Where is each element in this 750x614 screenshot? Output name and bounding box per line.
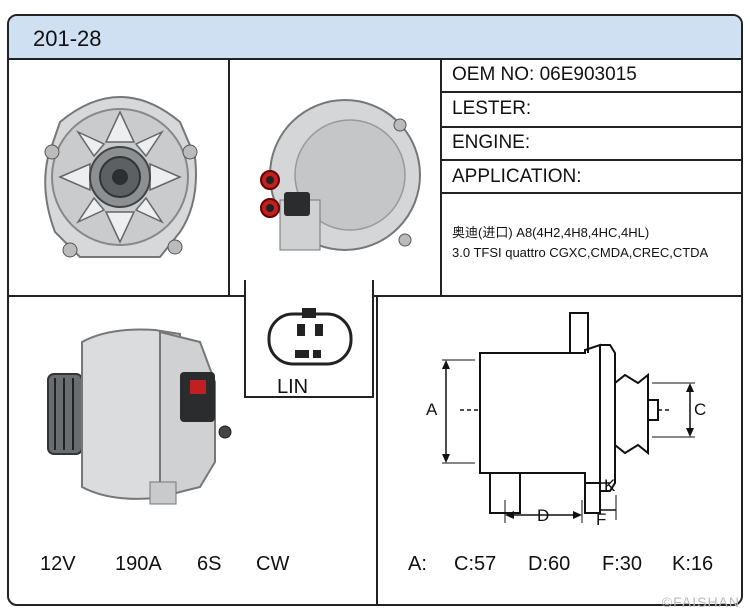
diagram-label-c: C (694, 400, 707, 419)
spec-dim-a: A: (408, 553, 427, 575)
alternator-front-view (44, 96, 198, 258)
dimension-diagram (442, 312, 695, 523)
watermark: ©FAISHAN (661, 594, 740, 610)
diagram-label-f: F (596, 510, 607, 529)
spec-voltage: 12V (40, 553, 76, 575)
lin-connector-icon (267, 308, 353, 366)
divider-top-1 (228, 58, 230, 296)
diagram-label-k: K (604, 476, 616, 495)
spec-amperage: 190A (115, 553, 162, 575)
connector-label: LIN (277, 376, 309, 398)
application-line-2: 3.0 TFSI quattro CGXC,CMDA,CREC,CTDA (452, 245, 709, 260)
spec-dim-d: D:60 (528, 553, 571, 575)
alternator-rear-view (260, 99, 421, 251)
lester-field: LESTER: (452, 98, 532, 119)
spec-rotation: CW (256, 553, 290, 575)
title-bar: 201-28 (9, 16, 741, 60)
divider-oem (440, 91, 741, 93)
spec-pulley: 6S (197, 553, 222, 575)
spec-dim-k: K:16 (672, 553, 714, 575)
spec-dim-c: C:57 (454, 553, 497, 575)
oem-number: OEM NO: 06E903015 (452, 64, 637, 85)
divider-bottom (376, 296, 378, 606)
divider-engine (440, 159, 741, 161)
diagram-label-d: D (537, 506, 550, 525)
diagram-label-a: A (426, 400, 438, 419)
divider-application (440, 192, 741, 194)
part-number-title: 201-28 (33, 26, 102, 51)
spec-dim-f: F:30 (602, 553, 643, 575)
application-field: APPLICATION: (452, 166, 582, 187)
divider-middle (9, 295, 741, 297)
divider-top-2 (440, 58, 442, 296)
application-line-1: 奥迪(进口) A8(4H2,4H8,4HC,4HL) (452, 225, 650, 240)
alternator-side-view (47, 328, 232, 505)
engine-field: ENGINE: (452, 132, 531, 153)
divider-lester (440, 126, 741, 128)
